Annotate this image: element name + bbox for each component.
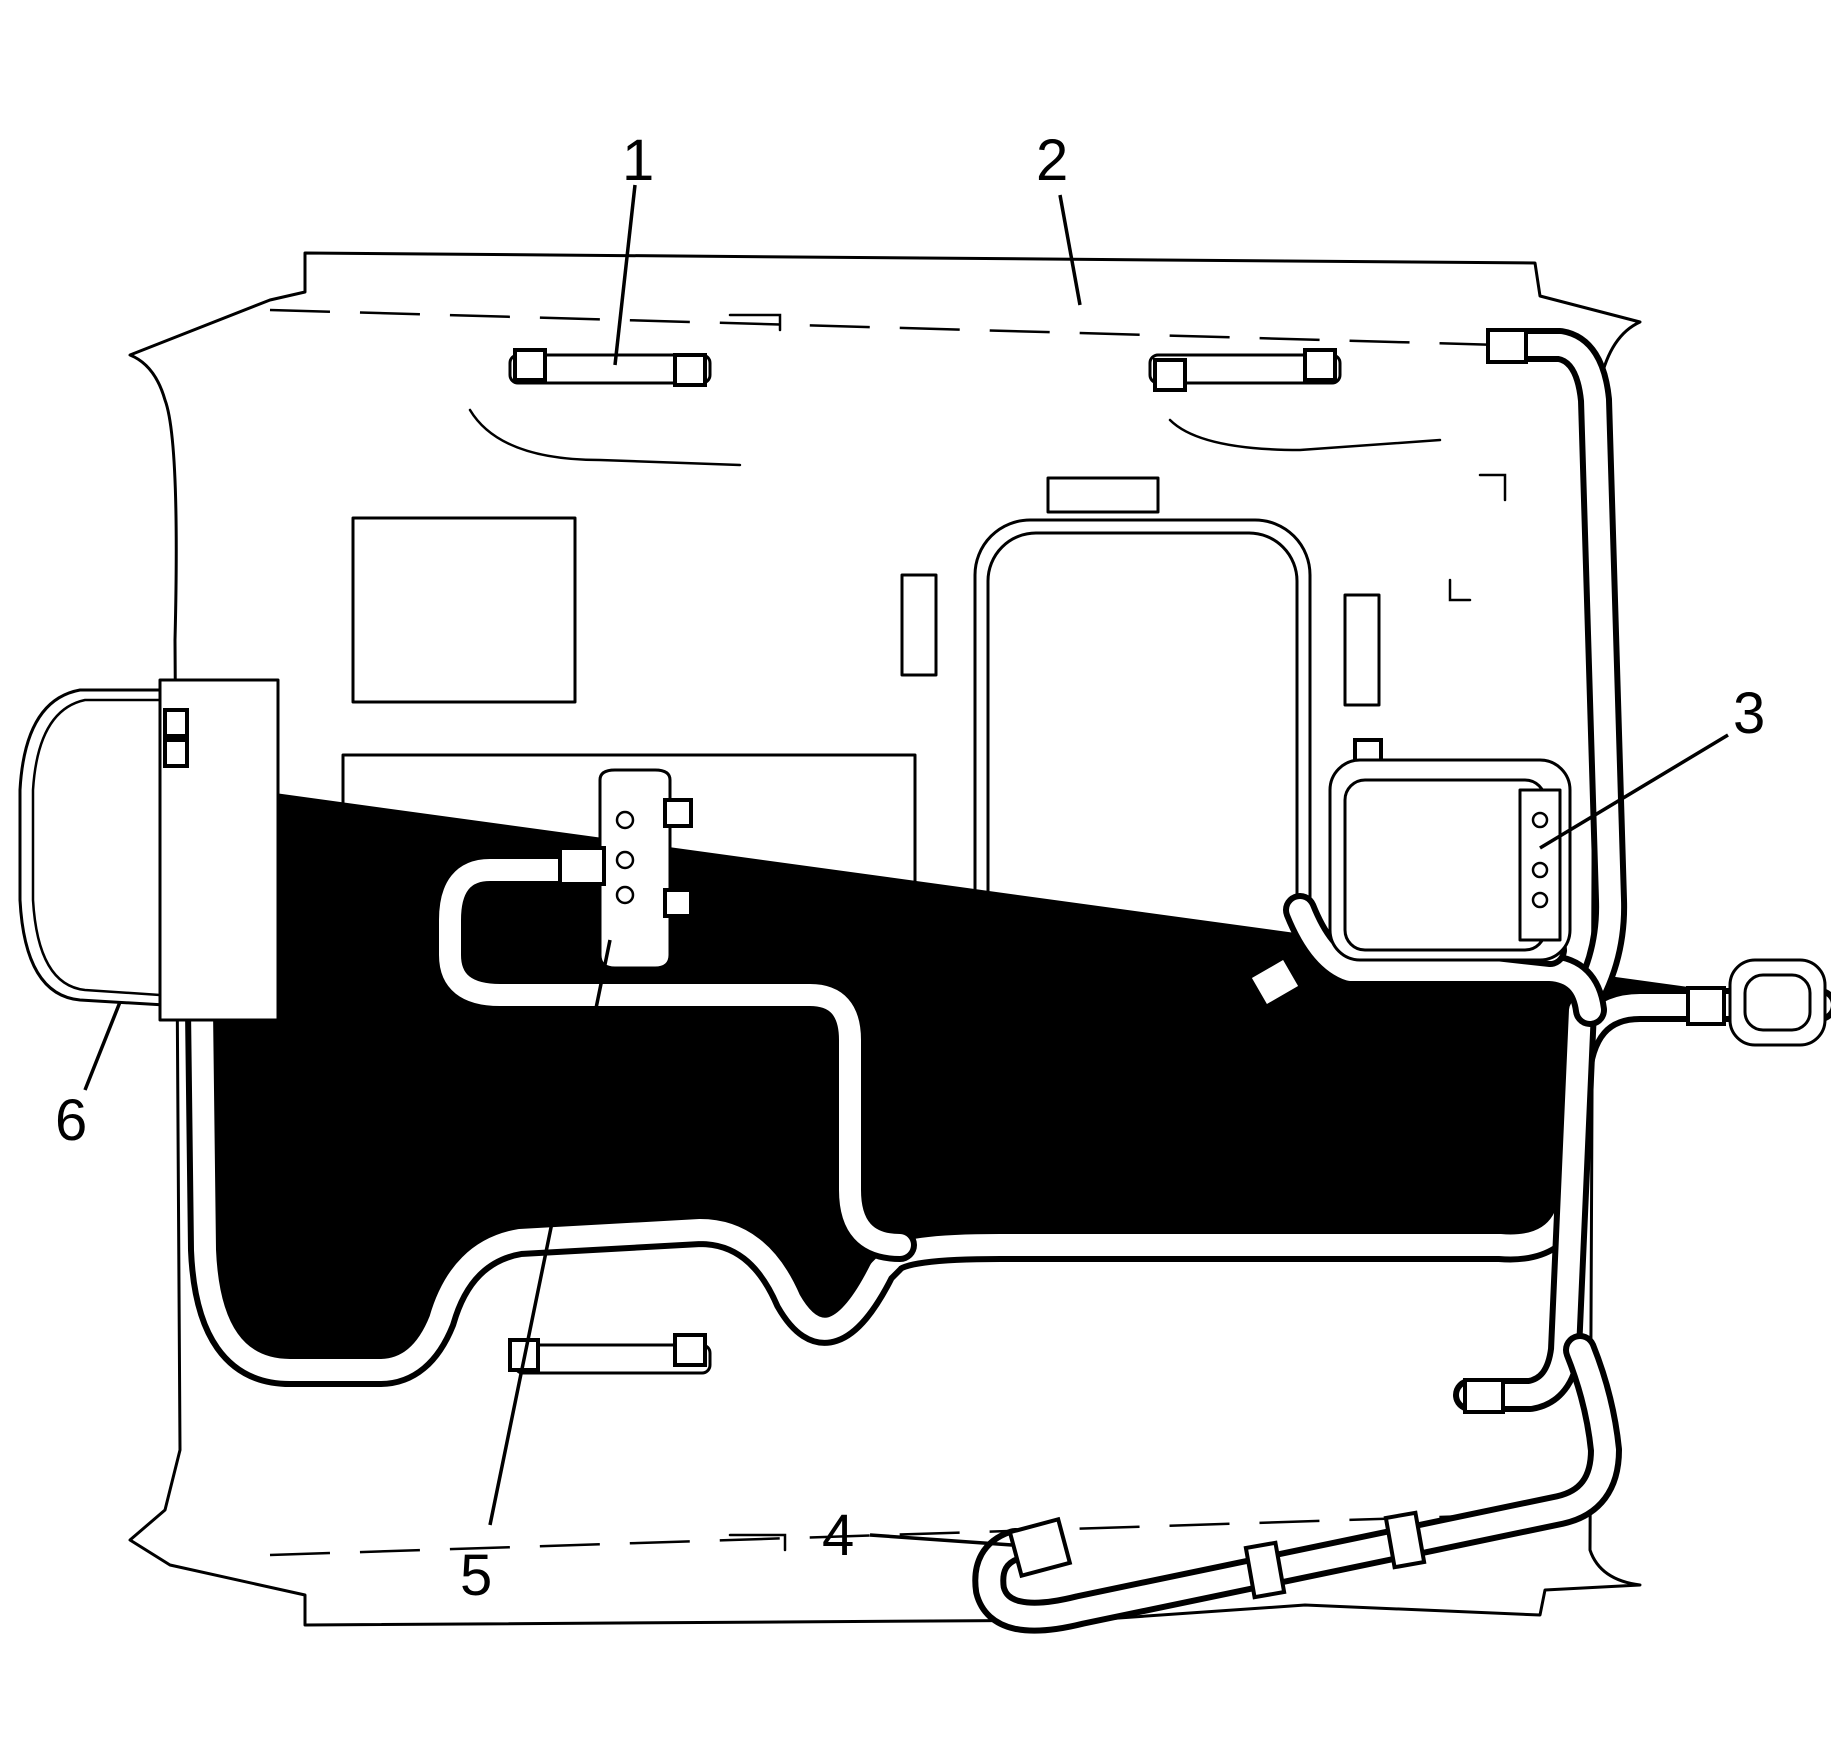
handle-brackets <box>508 348 1342 1375</box>
callout-5: 5 <box>460 1543 492 1608</box>
side-connector <box>1728 958 1827 1047</box>
module-3 <box>1328 758 1572 962</box>
wiring-harness <box>180 328 1820 1634</box>
leader-lines <box>83 184 1729 1547</box>
callout-6: 6 <box>55 1088 87 1153</box>
connector-4 <box>1007 1516 1073 1579</box>
callout-3: 3 <box>1733 681 1765 746</box>
dome-lamp-5 <box>558 768 693 970</box>
callout-labels: 1 2 3 4 5 6 <box>55 128 1765 1608</box>
callout-1: 1 <box>622 128 654 193</box>
headliner-contours <box>269 308 1507 1557</box>
callout-4: 4 <box>822 1503 854 1568</box>
mirror-6 <box>18 678 280 1022</box>
callout-2: 2 <box>1036 128 1068 193</box>
